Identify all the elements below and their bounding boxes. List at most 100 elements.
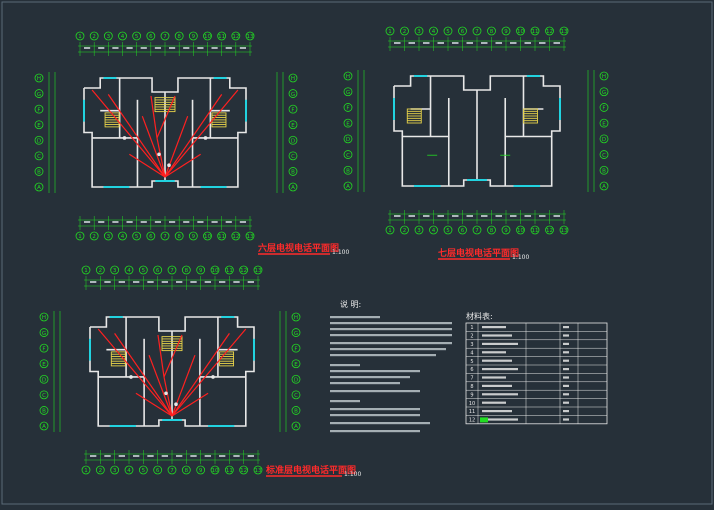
axis-label: B xyxy=(602,168,606,174)
axis-label: 1 xyxy=(84,468,88,474)
axis-bubble: B xyxy=(599,165,609,175)
axis-label: 12 xyxy=(546,228,553,234)
axis-label: B xyxy=(346,168,350,174)
axis-label: 9 xyxy=(192,234,196,240)
axis-bubble: 13 xyxy=(559,26,569,36)
axis-bubble: 6 xyxy=(458,26,467,36)
axis-label: 13 xyxy=(255,468,262,474)
axis-bubble: H xyxy=(343,71,353,81)
axis-label: 4 xyxy=(432,228,436,234)
axis-label: 13 xyxy=(561,228,568,234)
axis-bubble: 2 xyxy=(95,465,105,475)
plan-title-text: 七层电视电话平面图 xyxy=(438,247,519,259)
axis-bubble: F xyxy=(39,343,49,353)
axis-label: 8 xyxy=(185,268,189,274)
axis-bubble: 12 xyxy=(231,231,241,241)
material-unit-mark xyxy=(563,393,569,396)
axis-label: C xyxy=(294,393,298,399)
axis-bubble: G xyxy=(288,89,298,98)
axis-label: 5 xyxy=(446,228,450,234)
material-name-mark xyxy=(482,376,506,379)
axis-label: B xyxy=(37,170,41,176)
axis-label: 6 xyxy=(461,29,465,35)
axis-bubble: C xyxy=(34,151,44,161)
axis-bubble: D xyxy=(39,374,49,384)
axis-label: 2 xyxy=(99,268,103,274)
axis-bubble: B xyxy=(39,406,49,415)
axis-bubble: 12 xyxy=(545,26,554,36)
axis-bubble: 6 xyxy=(153,265,163,275)
axis-bubble: 13 xyxy=(253,265,263,275)
plan-title-standard: 标准层电视电话平面图 1:100 xyxy=(265,464,361,478)
notes-heading: 说 明: xyxy=(340,299,361,309)
axis-label: E xyxy=(346,121,350,127)
axis-bubble: F xyxy=(34,104,44,114)
axis-label: 2 xyxy=(99,468,103,474)
axis-bubble: 3 xyxy=(103,31,113,41)
axis-bubble: 7 xyxy=(472,225,482,235)
axis-bubble: 11 xyxy=(224,265,234,275)
axis-label: F xyxy=(291,107,294,113)
note-line xyxy=(330,328,452,331)
cable-routes xyxy=(97,328,247,417)
axis-bubble: 2 xyxy=(400,225,409,235)
axis-label: 10 xyxy=(204,34,211,40)
axis-bubble: D xyxy=(288,135,298,145)
axis-bubble: B xyxy=(343,165,353,175)
axis-label: 3 xyxy=(107,34,111,40)
axis-label: 12 xyxy=(546,29,553,35)
axis-label: D xyxy=(42,377,46,383)
axis-bubble: E xyxy=(288,120,298,130)
axis-label: 2 xyxy=(403,29,407,35)
axis-label: A xyxy=(37,185,41,191)
axis-label: G xyxy=(291,92,295,98)
axis-label: 13 xyxy=(561,29,568,35)
axis-label: E xyxy=(291,123,295,129)
axis-label: D xyxy=(294,377,298,383)
axis-bubble: 8 xyxy=(181,465,191,475)
axis-bubble: 11 xyxy=(530,225,540,235)
axis-bubble: 1 xyxy=(75,31,85,41)
axis-bubble: A xyxy=(343,181,353,191)
axis-label: 12 xyxy=(240,468,247,474)
axis-label: B xyxy=(294,409,298,415)
plan-title-seventh: 七层电视电话平面图 1:100 xyxy=(438,247,529,261)
axis-label: 10 xyxy=(517,228,524,234)
axis-label: 10 xyxy=(212,268,219,274)
axis-label: C xyxy=(42,393,46,399)
material-name-mark xyxy=(482,401,506,404)
axis-bubble: C xyxy=(288,151,298,161)
axis-label: 1 xyxy=(388,29,392,35)
note-line xyxy=(330,364,360,367)
axis-bubble: 3 xyxy=(414,26,424,36)
note-line xyxy=(330,334,452,337)
stairs xyxy=(110,336,235,367)
axis-bubble: E xyxy=(291,359,301,369)
axis-label: 1 xyxy=(84,268,88,274)
axis-bubble: 11 xyxy=(217,231,227,241)
axis-bubble: H xyxy=(291,312,301,322)
axis-bubble: G xyxy=(291,328,301,337)
material-row-number: 4 xyxy=(470,350,473,356)
axis-label: 2 xyxy=(403,228,407,234)
axis-label: 7 xyxy=(163,234,167,240)
axis-label: 3 xyxy=(417,29,421,35)
axis-bubble: 1 xyxy=(385,26,395,36)
axis-label: 6 xyxy=(149,34,153,40)
axis-label: H xyxy=(294,315,298,321)
axis-bubble: B xyxy=(34,167,44,176)
plan-scale-text: 1:100 xyxy=(332,249,349,256)
axis-label: 4 xyxy=(121,34,125,40)
material-unit-mark xyxy=(563,376,569,379)
axis-label: 4 xyxy=(127,468,131,474)
axis-label: 13 xyxy=(255,268,262,274)
axis-bubble: 8 xyxy=(174,231,184,241)
axis-bubble: E xyxy=(39,359,49,369)
axis-label: B xyxy=(42,409,46,415)
axis-bubble: 3 xyxy=(110,265,120,275)
axis-bubble: 7 xyxy=(167,265,177,275)
axis-label: 8 xyxy=(177,234,181,240)
axis-label: D xyxy=(346,137,350,143)
axis-label: E xyxy=(294,362,298,368)
